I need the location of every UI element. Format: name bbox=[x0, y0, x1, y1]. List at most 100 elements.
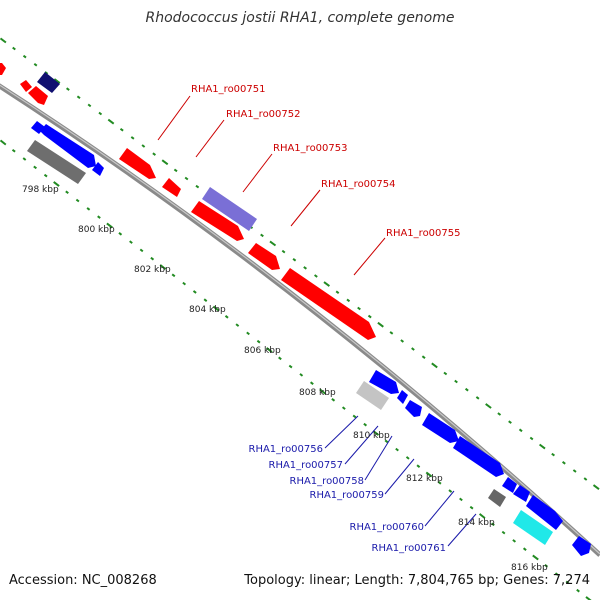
gene-feature-red[interactable] bbox=[20, 80, 32, 92]
ruler-dash bbox=[65, 190, 69, 194]
ruler-dash bbox=[203, 298, 208, 302]
gene-feature-red[interactable] bbox=[281, 268, 376, 340]
ruler-dash bbox=[53, 78, 61, 84]
gene-label-ro00756[interactable]: RHA1_ro00756 bbox=[249, 444, 324, 455]
ruler-dash bbox=[522, 547, 527, 551]
gene-feature-blue[interactable] bbox=[526, 495, 563, 530]
ruler-dash bbox=[292, 258, 297, 262]
leader-ro00758 bbox=[364, 435, 393, 481]
ruler-dash bbox=[490, 522, 495, 527]
gene-label-ro00757[interactable]: RHA1_ro00757 bbox=[269, 460, 344, 471]
ruler-dash bbox=[265, 347, 273, 353]
gene-feature-blue[interactable] bbox=[405, 400, 422, 417]
gene-feature-blue[interactable] bbox=[502, 477, 517, 493]
gene-feature-red[interactable] bbox=[191, 201, 244, 241]
ruler-dash bbox=[152, 152, 157, 156]
gene-feature-light-gray[interactable] bbox=[356, 381, 389, 410]
gene-feature-blue[interactable] bbox=[453, 436, 504, 477]
gene-label-ro00753[interactable]: RHA1_ro00753 bbox=[273, 143, 348, 154]
gene-label-ro00759[interactable]: RHA1_ro00759 bbox=[310, 490, 385, 501]
ruler-dash bbox=[405, 456, 410, 460]
kbp-tick-label: 812 kbp bbox=[406, 474, 443, 484]
gene-feature-blue[interactable] bbox=[40, 124, 96, 168]
ruler-dash bbox=[171, 273, 176, 278]
ruler-dash bbox=[538, 443, 546, 450]
ruler-dash bbox=[107, 118, 115, 125]
ruler-dash bbox=[335, 290, 340, 294]
ruler-dash bbox=[367, 314, 372, 319]
ruler-dash bbox=[87, 103, 92, 108]
ruler-dash bbox=[260, 233, 264, 238]
ruler-dash bbox=[592, 484, 600, 491]
ruler-dash bbox=[352, 414, 357, 419]
ruler-dash bbox=[150, 256, 155, 261]
ruler-dash bbox=[585, 596, 592, 600]
accession-label: Accession: NC_008268 bbox=[9, 573, 157, 588]
ruler-dash bbox=[561, 461, 566, 465]
leader-ro00760 bbox=[424, 490, 455, 527]
gene-label-ro00758[interactable]: RHA1_ro00758 bbox=[290, 476, 365, 487]
genome-backbone-highlight bbox=[0, 84, 600, 555]
kbp-tick-label: 816 kbp bbox=[511, 563, 548, 573]
gene-feature-cyan[interactable] bbox=[513, 510, 553, 545]
gene-feature-gray[interactable] bbox=[27, 140, 86, 184]
gene-feature-blue[interactable] bbox=[92, 162, 104, 176]
gene-feature-blue[interactable] bbox=[513, 485, 530, 502]
ruler-dash bbox=[372, 430, 380, 436]
ruler-dash bbox=[97, 215, 101, 219]
ruler-dash bbox=[129, 240, 133, 244]
gene-label-ro00755[interactable]: RHA1_ro00755 bbox=[386, 228, 461, 239]
ruler-dash bbox=[346, 298, 351, 303]
ruler-dash bbox=[508, 420, 512, 424]
ruler-dash bbox=[86, 207, 91, 211]
ruler-dash bbox=[161, 159, 169, 166]
gene-label-ro00760[interactable]: RHA1_ro00760 bbox=[350, 522, 425, 533]
gene-feature-red[interactable] bbox=[119, 148, 156, 179]
gene-label-ro00754[interactable]: RHA1_ro00754 bbox=[321, 179, 396, 190]
gene-feature-blue[interactable] bbox=[572, 536, 591, 556]
kbp-tick-label: 798 kbp bbox=[22, 185, 59, 195]
ruler-dash bbox=[224, 315, 229, 319]
map-title: Rhodococcus jostii RHA1, complete genome bbox=[145, 10, 455, 26]
leader-ro00751 bbox=[157, 95, 191, 141]
gene-feature-dark-gray[interactable] bbox=[488, 489, 506, 507]
kbp-tick-label: 802 kbp bbox=[134, 265, 171, 275]
gene-feature-red[interactable] bbox=[248, 243, 280, 270]
gene-label-ro00751[interactable]: RHA1_ro00751 bbox=[191, 84, 266, 95]
ruler-dash bbox=[544, 564, 549, 568]
ruler-dash bbox=[464, 387, 469, 392]
ruler-dash bbox=[384, 439, 389, 444]
ruler-dash bbox=[281, 249, 286, 254]
ruler-dash bbox=[53, 181, 60, 187]
gene-label-ro00752[interactable]: RHA1_ro00752 bbox=[226, 109, 301, 120]
kbp-tick-label: 804 kbp bbox=[189, 305, 226, 315]
leader-ro00755 bbox=[353, 237, 386, 276]
gene-feature-red[interactable] bbox=[162, 178, 181, 197]
ruler-dash bbox=[299, 373, 304, 377]
gene-feature-blue[interactable] bbox=[397, 390, 408, 404]
ruler-dash bbox=[184, 176, 189, 181]
gene-label-ro00761[interactable]: RHA1_ro00761 bbox=[372, 543, 447, 554]
ruler-dash bbox=[518, 428, 523, 433]
gene-feature-red[interactable] bbox=[0, 63, 6, 75]
ruler-dash bbox=[246, 331, 250, 336]
ruler-dash bbox=[363, 422, 368, 427]
ruler-dash bbox=[22, 54, 27, 59]
gene-feature-blue[interactable] bbox=[369, 370, 399, 394]
ruler-dash bbox=[532, 554, 539, 561]
ruler-dash bbox=[478, 513, 486, 519]
gene-feature-navy[interactable] bbox=[37, 72, 60, 93]
ruler-dash bbox=[130, 136, 135, 140]
gene-feature-red[interactable] bbox=[28, 86, 48, 105]
ruler-dash bbox=[314, 274, 318, 278]
ruler-dash bbox=[431, 362, 438, 369]
gene-feature-lavender[interactable] bbox=[202, 187, 257, 231]
ruler-dash bbox=[454, 379, 458, 384]
ruler-dash bbox=[395, 447, 399, 452]
kbp-tick-labels: 798 kbp 800 kbp 802 kbp 804 kbp 806 kbp … bbox=[22, 185, 548, 573]
ruler-dash bbox=[106, 222, 113, 229]
ruler-dash bbox=[319, 388, 326, 395]
gene-feature-blue[interactable] bbox=[422, 413, 459, 443]
ruler-dash bbox=[443, 371, 448, 376]
ruler-dash bbox=[182, 281, 187, 286]
